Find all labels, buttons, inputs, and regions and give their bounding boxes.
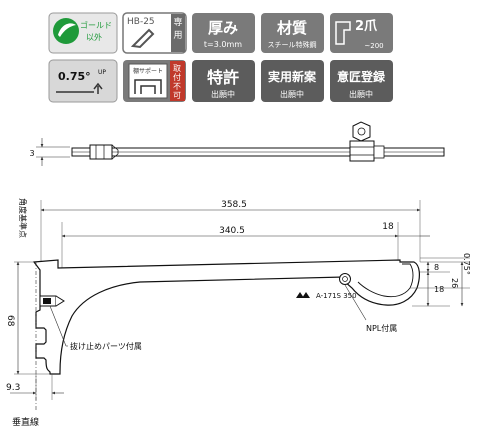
arrow-up-icon [93, 82, 103, 94]
leaf-shape-icon [58, 23, 76, 37]
dim-angle: 0.75° [462, 253, 471, 275]
dim-right-8: 8 [434, 263, 439, 272]
support-vertical-2: 付 [173, 72, 181, 82]
dim-offset: 9.3 [6, 383, 20, 393]
shelf-support-icon [134, 79, 162, 94]
claw-profile-icon [335, 21, 351, 45]
material-badge: 材質 スチール特殊鋼 [261, 13, 324, 53]
patent-title: 特許 [207, 68, 239, 87]
eco-badge: ゴールド 以外 [48, 12, 118, 54]
side-stopper [89, 144, 113, 160]
support-vertical-1: 取 [173, 64, 181, 73]
utility-sub: 出願中 [280, 89, 304, 99]
patent-sub: 出願中 [211, 89, 235, 99]
material-value: スチール特殊鋼 [268, 40, 317, 49]
design-badge: 意匠登録 出願中 [330, 60, 393, 102]
thickness-value: t=3.0mm [204, 40, 242, 49]
bracket-body [32, 259, 420, 375]
claw-badge: 2爪 ~200 [330, 13, 393, 53]
thickness-badge: 厚み t=3.0mm [192, 13, 255, 53]
stopper-label: 抜け止めパーツ付属 [70, 341, 142, 351]
dim-inner: 340.5 [219, 226, 245, 236]
claw-title: 2爪 [355, 19, 378, 34]
npl-nut-icon [352, 121, 371, 142]
thickness-title: 厚み [208, 19, 238, 37]
claw-sub: ~200 [364, 42, 383, 50]
vertical-line-label: 垂直線 [12, 416, 39, 428]
hb25-vertical-2: 用 [173, 30, 182, 41]
utility-badge: 実用新案 出願中 [261, 60, 324, 102]
dim-right-18: 18 [434, 285, 444, 294]
patent-badge: 特許 出願中 [192, 60, 255, 102]
dim-height: 68 [5, 315, 15, 327]
material-title: 材質 [277, 19, 307, 37]
npl-circle-icon [339, 273, 351, 285]
angle-badge: 0.75° UP [48, 59, 118, 103]
side-thickness-label: 3 [29, 149, 34, 158]
eco-line2: 以外 [86, 32, 102, 42]
dim-tip: 18 [382, 222, 394, 232]
utility-title: 実用新案 [268, 69, 317, 84]
eco-line1: ゴールド [80, 20, 112, 30]
angle-value: 0.75° [58, 70, 91, 83]
side-view: 3 [29, 121, 445, 166]
maker-logo-icon [296, 292, 310, 298]
angle-sup: UP [98, 69, 106, 76]
npl-label: NPL付属 [366, 323, 397, 333]
dim-total: 358.5 [221, 200, 247, 210]
support-label: 棚サポート [133, 67, 163, 75]
dim-right-26: 26 [450, 278, 459, 288]
support-badge: 棚サポート 取 付 不 可 [123, 60, 186, 102]
front-view: 角度基準点 358.5 340.5 18 A-171S 350 [5, 198, 471, 428]
bracket-hook-icon [130, 28, 155, 49]
support-vertical-4: 可 [173, 91, 181, 100]
design-sub: 出願中 [349, 89, 373, 99]
hb25-vertical-1: 専 [173, 16, 182, 28]
design-title: 意匠登録 [337, 69, 386, 84]
npl-body [349, 140, 375, 162]
bracket-stamp: A-171S 350 [316, 292, 357, 300]
support-vertical-3: 不 [173, 82, 181, 91]
hb25-model: HB-25 [127, 17, 155, 27]
hb25-badge: HB-25 専 用 [122, 12, 187, 54]
ref-point-label: 角度基準点 [18, 198, 28, 238]
leaf-icon [53, 18, 79, 44]
